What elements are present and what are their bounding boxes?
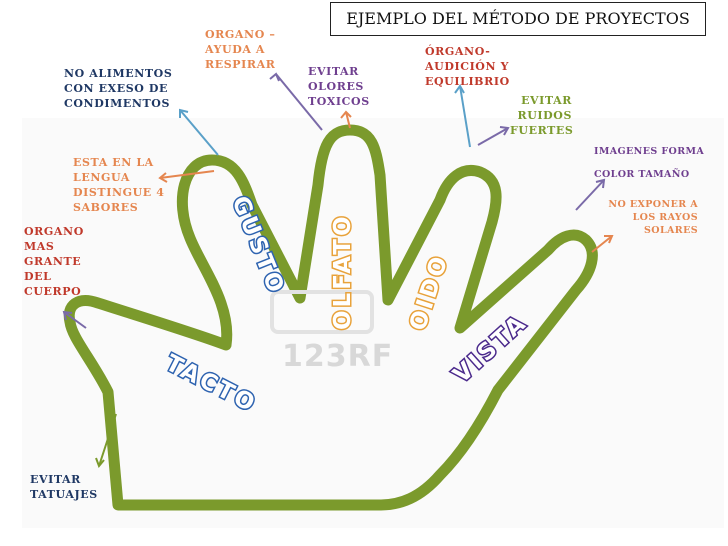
arrow-audicion xyxy=(454,84,471,148)
arrow-alimentos xyxy=(179,108,219,156)
sense-tacto: TACTO xyxy=(161,350,261,418)
arrows xyxy=(62,72,614,468)
arrow-cuerpo xyxy=(62,310,87,329)
arrow-rayos xyxy=(591,235,614,253)
arrow-olores xyxy=(340,110,352,129)
page-title: EJEMPLO DEL MÉTODO DE PROYECTOS xyxy=(330,2,706,36)
watermark-text: 123RF xyxy=(282,339,393,374)
arrow-respirar xyxy=(269,72,323,131)
sense-gusto: GUSTO xyxy=(226,193,289,300)
arrow-imagenes xyxy=(575,178,606,211)
arrow-tatuajes xyxy=(95,413,117,468)
sense-olfato: OLFATO xyxy=(330,213,356,330)
arrow-ruidos xyxy=(477,126,510,146)
arrow-lengua xyxy=(158,170,215,183)
watermark-box xyxy=(270,290,374,334)
hand-outline xyxy=(63,124,598,511)
